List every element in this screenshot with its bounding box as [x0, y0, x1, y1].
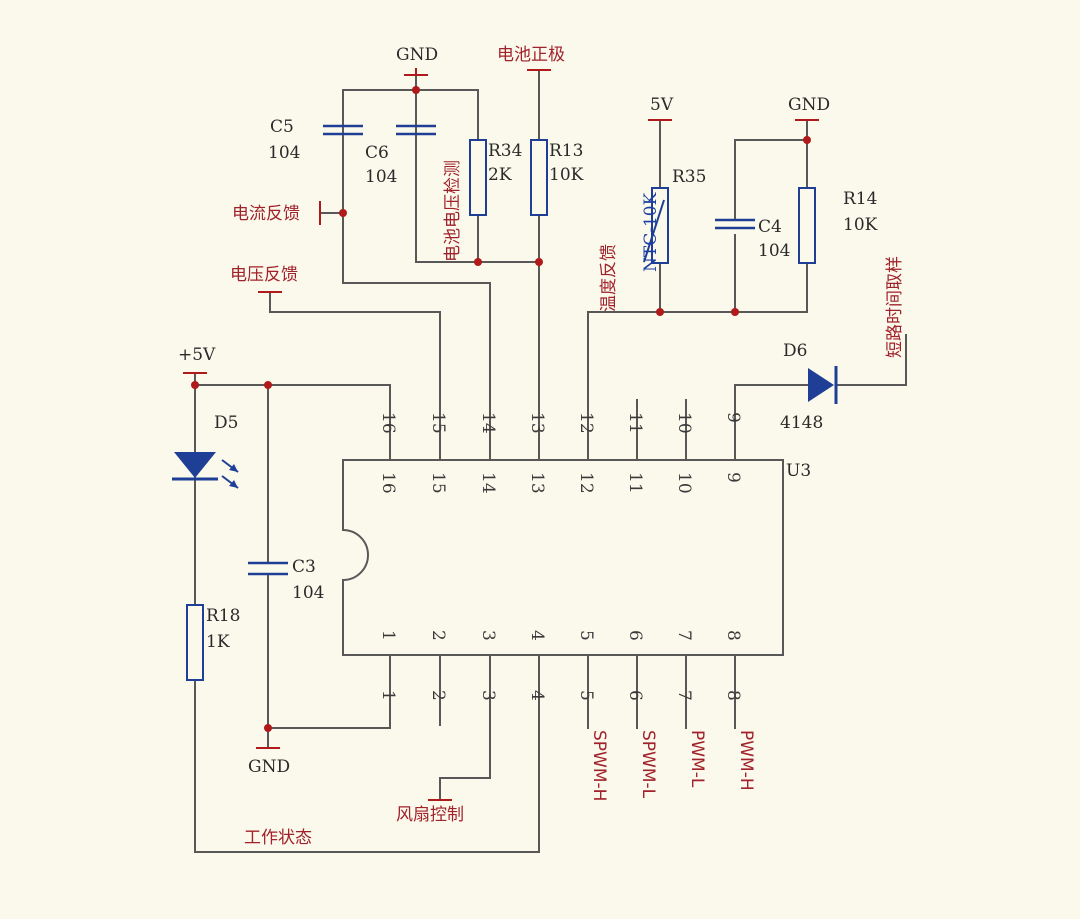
- r34-ref: R34: [488, 141, 522, 161]
- pin-11-inner: 11: [625, 472, 645, 494]
- pin-11-outer: 11: [625, 412, 645, 434]
- r18-ref: R18: [206, 606, 240, 626]
- gnd-top-label: GND: [396, 45, 438, 65]
- pwm-l-label: PWM-L: [687, 730, 707, 788]
- r14-value: 10K: [843, 215, 878, 235]
- resistor-r13: R13 10K: [530, 139, 584, 216]
- current-feedback-label: 电流反馈: [232, 204, 300, 224]
- pin-10-outer: 10: [674, 412, 694, 434]
- pin-10-inner: 10: [674, 472, 694, 494]
- pin-9-outer: 9: [723, 412, 743, 423]
- pin-3-outer: 3: [478, 690, 498, 701]
- pin-12-outer: 12: [576, 412, 596, 434]
- ic-u3: U3: [342, 459, 811, 656]
- pin-3-inner: 3: [478, 630, 498, 641]
- pin-7-outer: 7: [674, 690, 694, 701]
- c4-value: 104: [758, 241, 790, 261]
- capacitor-c6: C6 104: [365, 124, 436, 187]
- c3-value: 104: [292, 583, 324, 603]
- pin-15-outer: 15: [428, 412, 448, 434]
- u3-ref: U3: [786, 461, 811, 481]
- pin-9-inner: 9: [723, 472, 743, 483]
- pin-2-inner: 2: [428, 630, 448, 641]
- work-status-label: 工作状态: [244, 828, 312, 848]
- battery-positive-label: 电池正极: [497, 45, 565, 65]
- gnd-bottom-symbol: GND: [248, 747, 290, 777]
- junction-dots: [191, 86, 811, 732]
- pin-12-inner: 12: [576, 472, 596, 494]
- pin-1-outer: 1: [378, 690, 398, 701]
- pin-4-inner: 4: [527, 630, 547, 641]
- pin-14-outer: 14: [478, 412, 498, 434]
- pin-1-inner: 1: [378, 630, 398, 641]
- battery-voltage-detect-label: 电池电压检测: [443, 160, 463, 262]
- pin-5-inner: 5: [576, 630, 596, 641]
- fan-control-label: 风扇控制: [396, 805, 464, 825]
- resistor-r35-ntc: R35 NTC-10K: [641, 167, 706, 272]
- r14-ref: R14: [843, 189, 877, 209]
- gnd-top-symbol: GND: [396, 45, 438, 76]
- r34-value: 2K: [488, 165, 512, 185]
- c5-value: 104: [268, 143, 300, 163]
- d5-ref: D5: [214, 413, 238, 433]
- d6-ref: D6: [783, 341, 807, 361]
- gnd-r14-symbol: GND: [788, 95, 830, 121]
- pin-6-inner: 6: [625, 630, 645, 641]
- led-d5: D5: [172, 413, 239, 489]
- diode-d6: D6 4148: [780, 341, 838, 433]
- pin-13-outer: 13: [527, 412, 547, 434]
- pin-2-outer: 2: [428, 690, 448, 701]
- r18-value: 1K: [206, 632, 230, 652]
- pin-16-outer: 16: [378, 412, 398, 434]
- spwm-h-label: SPWM-H: [589, 730, 609, 801]
- pin-4-outer: 4: [527, 690, 547, 701]
- pin-15-inner: 15: [428, 472, 448, 494]
- pin-6-outer: 6: [625, 690, 645, 701]
- net-labels: 电流反馈 电压反馈 电池电压检测 温度反馈 短路时间取样 风扇控制 工作状态 S…: [230, 160, 905, 848]
- resistor-r14: R14 10K: [798, 187, 878, 264]
- c6-ref: C6: [365, 143, 389, 163]
- ic-top-pins: 16 15 14 13 12 11 10 9 16 15 14 13 12 11…: [378, 399, 743, 494]
- r35-value: NTC-10K: [641, 192, 661, 272]
- c3-ref: C3: [292, 557, 316, 577]
- pin-7-inner: 7: [674, 630, 694, 641]
- short-sample-label: 短路时间取样: [885, 256, 905, 358]
- pin-16-inner: 16: [378, 472, 398, 494]
- pin-13-inner: 13: [527, 472, 547, 494]
- r13-ref: R13: [549, 141, 583, 161]
- gnd-bottom-label: GND: [248, 757, 290, 777]
- v5-label: 5V: [650, 95, 674, 115]
- plus5v-label: +5V: [178, 345, 216, 365]
- v5-symbol: 5V: [648, 95, 674, 121]
- capacitor-c3: C3 104: [248, 557, 324, 603]
- c6-value: 104: [365, 167, 397, 187]
- pin-14-inner: 14: [478, 472, 498, 494]
- d6-value: 4148: [780, 413, 823, 433]
- resistor-r18: R18 1K: [186, 604, 240, 681]
- temperature-feedback-label: 温度反馈: [599, 244, 619, 312]
- r35-ref: R35: [672, 167, 706, 187]
- ic-bottom-pins: 1 2 3 4 5 6 7 8 1 2 3 4 5 6 7 8: [378, 630, 743, 729]
- gnd-r14-label: GND: [788, 95, 830, 115]
- battery-positive-symbol: 电池正极: [497, 45, 565, 71]
- capacitor-c5: C5 104: [268, 116, 363, 163]
- pin-8-inner: 8: [723, 630, 743, 641]
- c4-ref: C4: [758, 217, 782, 237]
- capacitor-c4: C4 104: [715, 217, 790, 261]
- r13-value: 10K: [549, 165, 584, 185]
- pwm-h-label: PWM-H: [736, 730, 756, 791]
- c5-ref: C5: [270, 117, 294, 137]
- spwm-l-label: SPWM-L: [638, 730, 658, 799]
- voltage-feedback-label: 电压反馈: [230, 265, 298, 285]
- pin-8-outer: 8: [723, 690, 743, 701]
- plus5v-symbol: +5V: [178, 345, 216, 374]
- resistor-r34: R34 2K: [469, 139, 522, 216]
- pin-5-outer: 5: [576, 690, 596, 701]
